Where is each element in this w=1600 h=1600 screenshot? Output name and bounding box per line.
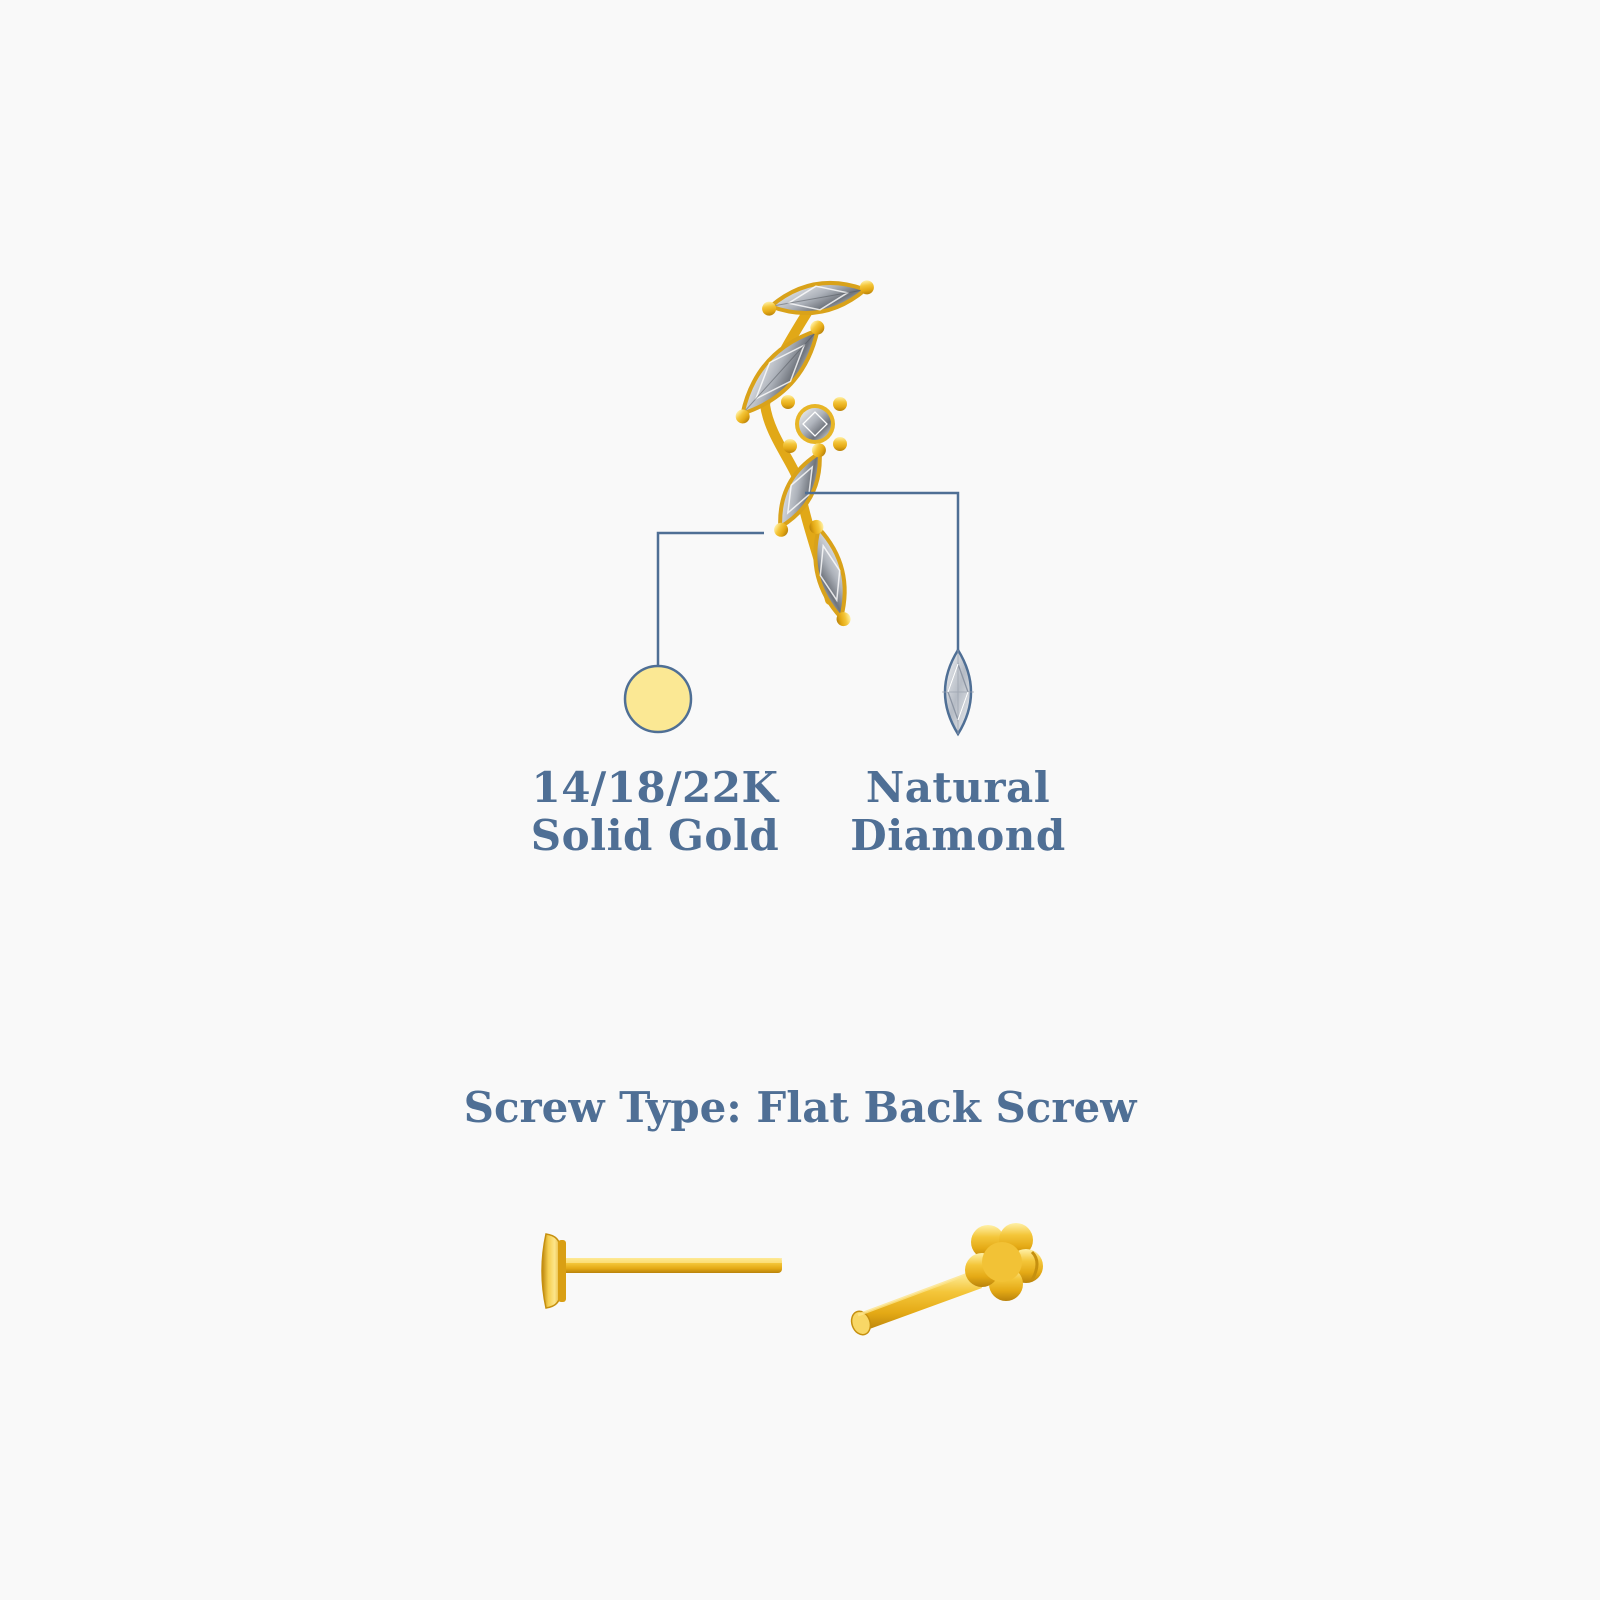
flat-back-screw-side-icon [541,1233,782,1309]
diamond-callout-line [805,491,960,650]
marquise-stone-2 [735,320,825,424]
flat-back-screw-angled-icon [850,1223,1043,1336]
screw-type-title: Screw Type: Flat Back Screw [463,1083,1137,1132]
diamond-material-label: Natural Diamond [808,764,1108,860]
marquise-stone-3 [774,443,826,537]
gold-label-line-1: 14/18/22K [531,763,779,812]
gold-callout-line [656,531,764,666]
marquise-stone-4 [809,519,851,627]
diamond-label-line-2: Diamond [850,811,1066,860]
gold-material-label: 14/18/22K Solid Gold [505,764,805,860]
gold-label-line-2: Solid Gold [530,811,780,860]
round-stone [781,395,847,453]
marquise-diamond-ear-climber-icon [735,280,874,627]
marquise-diamond-icon [942,647,974,737]
gold-swatch-circle-icon [623,664,693,734]
diamond-label-line-1: Natural [865,763,1051,812]
callout-lines [656,491,960,666]
marquise-stone-1 [762,280,874,316]
